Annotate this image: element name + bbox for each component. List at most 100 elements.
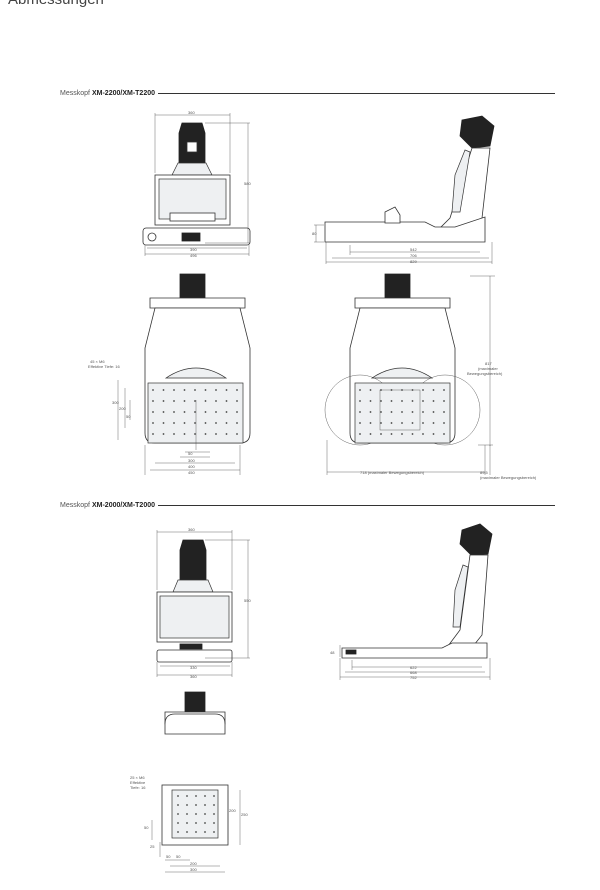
mounting-hole: [183, 422, 186, 424]
mounting-hole: [359, 422, 361, 424]
mounting-hole: [194, 389, 196, 391]
mounting-hole: [183, 389, 186, 391]
mounting-hole: [195, 804, 197, 806]
section-header-xm2200: Messkopf XM-2200/XM-T2200: [60, 90, 555, 97]
mounting-hole: [162, 411, 165, 413]
mounting-hole: [401, 422, 403, 424]
thread-note-2: Effektive: [130, 780, 146, 785]
mounting-hole: [162, 389, 165, 391]
section-model: XM-2000/XM-T2000: [91, 502, 155, 509]
mounting-hole: [401, 389, 403, 391]
mounting-hole: [186, 831, 188, 833]
dim-base-inner: 390: [190, 247, 197, 252]
dim-v1: 200: [229, 808, 236, 813]
dim-side-d2: 668: [410, 670, 417, 675]
mounting-hole: [411, 411, 414, 413]
mounting-hole: [177, 795, 179, 797]
mounting-hole: [432, 422, 435, 424]
mounting-hole: [236, 411, 238, 413]
mounting-hole: [186, 813, 188, 815]
mounting-hole: [204, 831, 206, 833]
section-rule: [158, 93, 555, 94]
section-prefix: Messkopf: [60, 502, 90, 509]
dim-v2: 250: [241, 812, 248, 817]
mounting-hole: [390, 389, 393, 391]
dim-side-d3: 752: [410, 675, 417, 680]
section-header-xm2000: Messkopf XM-2000/XM-T2000: [60, 502, 555, 509]
mounting-hole: [213, 813, 215, 815]
mounting-hole: [390, 433, 393, 435]
page-title: Abmessungen: [8, 0, 104, 8]
mounting-hole: [177, 804, 179, 806]
thread-note-2: Effektive Tiefe: 16: [88, 364, 120, 369]
mounting-hole: [390, 411, 393, 413]
thread-note-3: Tiefe: 16: [130, 785, 146, 790]
mounting-hole: [204, 422, 207, 424]
mounting-hole: [186, 804, 188, 806]
dim-height: 580: [244, 181, 251, 186]
dim-side-d2: 706: [410, 253, 417, 258]
mounting-hole: [443, 400, 445, 402]
mounting-hole: [443, 422, 445, 424]
mounting-hole: [422, 433, 424, 435]
dim-v4: 25: [150, 844, 155, 849]
dim-h3: 400: [188, 464, 195, 469]
dim-motion-width: 718 (maximaler Bewegungsbereich): [360, 470, 425, 475]
dim-base-inner: 330: [190, 665, 197, 670]
mounting-hole: [215, 422, 217, 424]
dim-h1: 50: [188, 451, 193, 456]
mounting-hole: [177, 831, 179, 833]
mounting-hole: [380, 389, 382, 391]
xm2200-top-view: 45 × M6 Effektive Tiefe: 16 300 200 50 5…: [88, 273, 251, 475]
section-prefix: Messkopf: [60, 90, 90, 97]
dim-h3: 200: [190, 861, 197, 866]
xm2200-motion-range-view: 817 (maximaler Bewegungsbereich) 718 (ma…: [324, 273, 537, 480]
dim-motion-depth-note-1: (maximaler: [478, 366, 498, 371]
mounting-hole: [194, 411, 196, 413]
mounting-hole: [215, 389, 217, 391]
mounting-hole: [204, 433, 207, 435]
mounting-hole: [422, 400, 424, 402]
mounting-hole: [215, 433, 217, 435]
mounting-hole: [401, 400, 403, 402]
dim-side-height: 80: [312, 231, 317, 236]
dim-height: 550: [244, 598, 251, 603]
mounting-hole: [194, 400, 196, 402]
mounting-hole: [422, 422, 424, 424]
mounting-hole: [359, 400, 361, 402]
xm2200-front-view: 360 580 390 496: [142, 110, 251, 258]
mounting-hole: [390, 400, 393, 402]
mounting-hole: [213, 795, 215, 797]
mounting-hole: [422, 389, 424, 391]
mounting-hole: [213, 831, 215, 833]
mounting-hole: [443, 433, 445, 435]
mounting-hole: [195, 831, 197, 833]
mounting-hole: [152, 433, 154, 435]
dim-motion-depth: 817: [485, 361, 492, 366]
thread-note-1: 25 × M6: [130, 775, 145, 780]
mounting-hole: [194, 433, 196, 435]
dim-h4: 300: [190, 867, 197, 872]
mounting-hole: [369, 422, 372, 424]
mounting-hole: [369, 400, 372, 402]
section-rule: [158, 505, 555, 506]
mounting-hole: [359, 389, 361, 391]
dim-v3: 50: [144, 825, 149, 830]
mounting-hole: [225, 389, 228, 391]
dim-width-top: 360: [188, 110, 195, 115]
mounting-hole: [183, 411, 186, 413]
mounting-hole: [225, 400, 228, 402]
mounting-hole: [215, 400, 217, 402]
mounting-hole: [225, 411, 228, 413]
mounting-hole: [380, 411, 382, 413]
xm2000-front-view: 360 550 330 360: [156, 527, 251, 679]
mounting-hole: [204, 795, 206, 797]
mounting-hole: [369, 411, 372, 413]
mounting-hole: [359, 433, 361, 435]
mounting-hole: [380, 422, 382, 424]
mounting-hole: [204, 411, 207, 413]
dim-side-d3: 829: [410, 259, 417, 264]
mounting-hole: [204, 804, 206, 806]
mounting-hole: [213, 804, 215, 806]
mounting-hole: [195, 795, 197, 797]
